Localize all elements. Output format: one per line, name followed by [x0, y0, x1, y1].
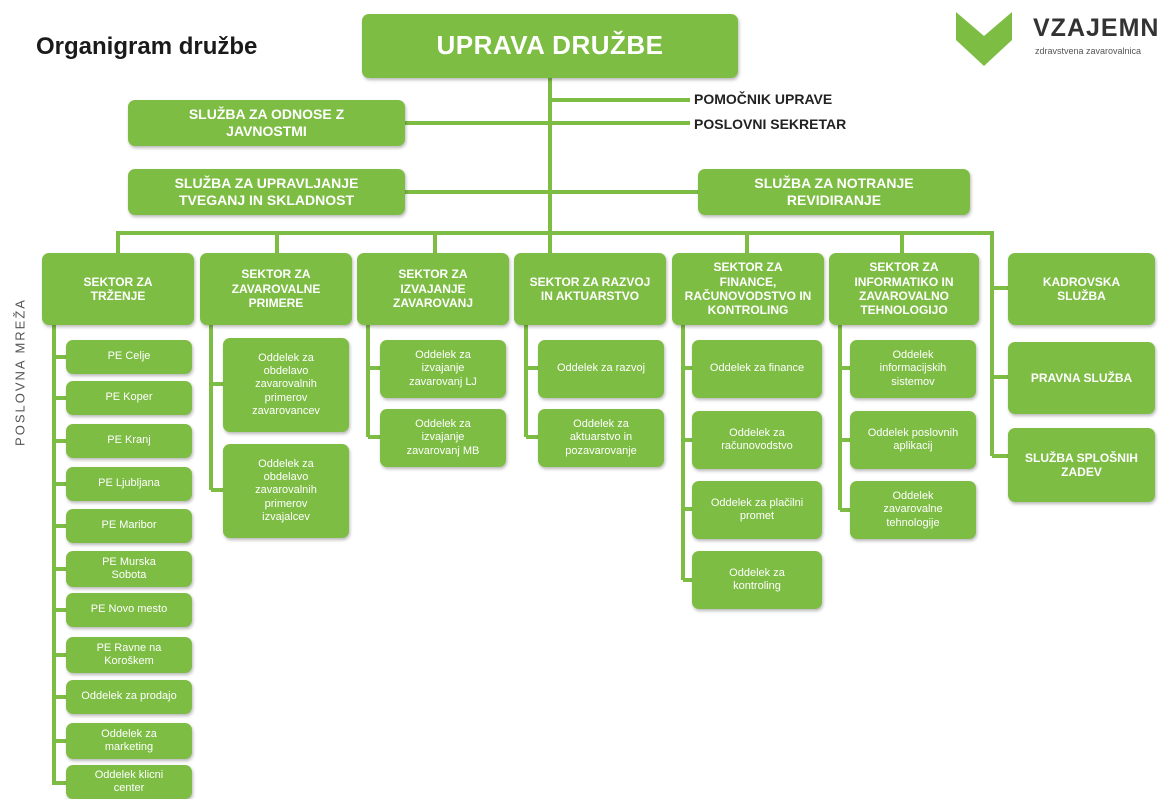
- unit-label: Oddelek klicni center: [94, 768, 164, 794]
- unit-box[interactable]: Oddelek za izvajanje zavarovanj LJ: [380, 340, 506, 398]
- unit-label: PE Ravne na Koroškem: [96, 641, 162, 667]
- unit-box[interactable]: PE Celje: [66, 340, 192, 374]
- unit-box[interactable]: Oddelek za obdelavo zavarovalnih primero…: [223, 444, 349, 538]
- unit-label: Oddelek za finance: [709, 362, 805, 375]
- unit-box[interactable]: PE Maribor: [66, 509, 192, 543]
- unit-box[interactable]: Oddelek za izvajanje zavarovanj MB: [380, 409, 506, 467]
- unit-label: Oddelek za izvajanje zavarovanj LJ: [409, 349, 477, 388]
- sluzba-splosnih-zadev-box[interactable]: SLUŽBA SPLOŠNIH ZADEV: [1008, 428, 1155, 502]
- unit-label: PE Koper: [105, 391, 153, 404]
- sluzba-tveganja-box[interactable]: SLUŽBA ZA UPRAVLJANJE TVEGANJ IN SKLADNO…: [128, 169, 405, 215]
- unit-box[interactable]: Oddelek za marketing: [66, 723, 192, 759]
- unit-label: Oddelek za obdelavo zavarovalnih primero…: [255, 458, 317, 523]
- unit-label: PE Ljubljana: [98, 477, 160, 490]
- unit-box[interactable]: Oddelek za obdelavo zavarovalnih primero…: [223, 338, 349, 432]
- sector-izvajanje-box[interactable]: SEKTOR ZA IZVAJANJE ZAVAROVANJ: [357, 253, 509, 325]
- unit-box[interactable]: Oddelek za prodajo: [66, 680, 192, 714]
- unit-box[interactable]: Oddelek informacijskih sistemov: [850, 340, 976, 398]
- sector-label: SEKTOR ZA FINANCE, RAČUNOVODSTVO IN KONT…: [684, 260, 812, 318]
- unit-label: Oddelek za marketing: [101, 727, 157, 753]
- unit-label: Oddelek za razvoj: [556, 362, 646, 375]
- unit-box[interactable]: PE Ravne na Koroškem: [66, 637, 192, 673]
- sluzba-odnosi-label: SLUŽBA ZA ODNOSE Z JAVNOSTMI: [188, 106, 345, 139]
- unit-box[interactable]: Oddelek za finance: [692, 340, 822, 398]
- sluzba-odnosi-z-javnostmi-box[interactable]: SLUŽBA ZA ODNOSE Z JAVNOSTMI: [128, 100, 405, 146]
- sector-finance-box[interactable]: SEKTOR ZA FINANCE, RAČUNOVODSTVO IN KONT…: [672, 253, 824, 325]
- unit-box[interactable]: Oddelek za kontroling: [692, 551, 822, 609]
- unit-box[interactable]: PE Kranj: [66, 424, 192, 458]
- unit-label: Oddelek za računovodstvo: [721, 426, 793, 452]
- unit-box[interactable]: PE Murska Sobota: [66, 551, 192, 587]
- logo-subtitle: zdravstvena zavarovalnica: [1035, 46, 1142, 56]
- pravna-sluzba-box[interactable]: PRAVNA SLUŽBA: [1008, 342, 1155, 414]
- unit-box[interactable]: Oddelek za računovodstvo: [692, 411, 822, 469]
- pomocnik-uprave-label: POMOČNIK UPRAVE: [694, 91, 833, 107]
- unit-label: Oddelek zavarovalne tehnologije: [883, 490, 943, 529]
- unit-box[interactable]: PE Koper: [66, 381, 192, 415]
- sector-trzenje-box[interactable]: SEKTOR ZA TRŽENJE: [42, 253, 194, 325]
- unit-label: Oddelek za prodajo: [81, 690, 177, 703]
- unit-label: PE Celje: [107, 350, 151, 363]
- unit-label: PE Maribor: [101, 519, 157, 532]
- unit-label: Oddelek za izvajanje zavarovanj MB: [406, 418, 480, 457]
- unit-box[interactable]: Oddelek klicni center: [66, 765, 192, 799]
- unit-box[interactable]: PE Novo mesto: [66, 593, 192, 627]
- logo-name: VZAJEMNA: [1033, 14, 1158, 42]
- unit-box[interactable]: Oddelek zavarovalne tehnologije: [850, 481, 976, 539]
- unit-box[interactable]: Oddelek za plačilni promet: [692, 481, 822, 539]
- unit-label: PRAVNA SLUŽBA: [1030, 370, 1133, 385]
- sluzba-tveganja-label: SLUŽBA ZA UPRAVLJANJE TVEGANJ IN SKLADNO…: [174, 175, 359, 208]
- sector-label: SEKTOR ZA INFORMATIKO IN ZAVAROVALNO TEH…: [854, 260, 954, 318]
- unit-label: PE Kranj: [107, 434, 151, 447]
- unit-label: PE Novo mesto: [90, 603, 168, 616]
- sector-label: SEKTOR ZA IZVAJANJE ZAVAROVANJ: [392, 267, 473, 311]
- sector-razvoj-box[interactable]: SEKTOR ZA RAZVOJ IN AKTUARSTVO: [514, 253, 666, 325]
- uprava-druzbe-label: UPRAVA DRUŽBE: [436, 30, 664, 61]
- unit-label: Oddelek informacijskih sistemov: [879, 349, 947, 388]
- sector-label: SEKTOR ZA ZAVAROVALNE PRIMERE: [231, 267, 321, 311]
- unit-label: Oddelek poslovnih aplikacij: [867, 426, 959, 452]
- unit-label: SLUŽBA SPLOŠNIH ZADEV: [1025, 450, 1138, 479]
- unit-label: Oddelek za kontroling: [729, 566, 785, 592]
- sector-zavarovalne-primere-box[interactable]: SEKTOR ZA ZAVAROVALNE PRIMERE: [200, 253, 352, 325]
- sector-informatika-box[interactable]: SEKTOR ZA INFORMATIKO IN ZAVAROVALNO TEH…: [829, 253, 979, 325]
- page-title: Organigram družbe: [36, 33, 258, 60]
- uprava-druzbe-box[interactable]: UPRAVA DRUŽBE: [362, 14, 738, 78]
- unit-box[interactable]: PE Ljubljana: [66, 467, 192, 501]
- unit-box[interactable]: Oddelek poslovnih aplikacij: [850, 411, 976, 469]
- sluzba-revizija-box[interactable]: SLUŽBA ZA NOTRANJE REVIDIRANJE: [698, 169, 970, 215]
- poslovni-sekretar-label: POSLOVNI SEKRETAR: [694, 116, 847, 132]
- sector-label: KADROVSKA SLUŽBA: [1042, 274, 1121, 303]
- unit-label: PE Murska Sobota: [102, 555, 156, 581]
- kadrovska-sluzba-box[interactable]: KADROVSKA SLUŽBA: [1008, 253, 1155, 325]
- unit-box[interactable]: Oddelek za razvoj: [538, 340, 664, 398]
- sluzba-revizija-label: SLUŽBA ZA NOTRANJE REVIDIRANJE: [754, 175, 914, 208]
- unit-label: Oddelek za obdelavo zavarovalnih primero…: [252, 352, 320, 417]
- sector-label: SEKTOR ZA RAZVOJ IN AKTUARSTVO: [529, 274, 651, 303]
- sector-label: SEKTOR ZA TRŽENJE: [83, 274, 153, 303]
- vzajemna-logo-icon: [956, 12, 1012, 66]
- side-label: POSLOVNA MREŽA: [12, 298, 28, 446]
- unit-label: Oddelek za aktuarstvo in pozavarovanje: [565, 418, 637, 457]
- unit-label: Oddelek za plačilni promet: [710, 496, 804, 522]
- unit-box[interactable]: Oddelek za aktuarstvo in pozavarovanje: [538, 409, 664, 467]
